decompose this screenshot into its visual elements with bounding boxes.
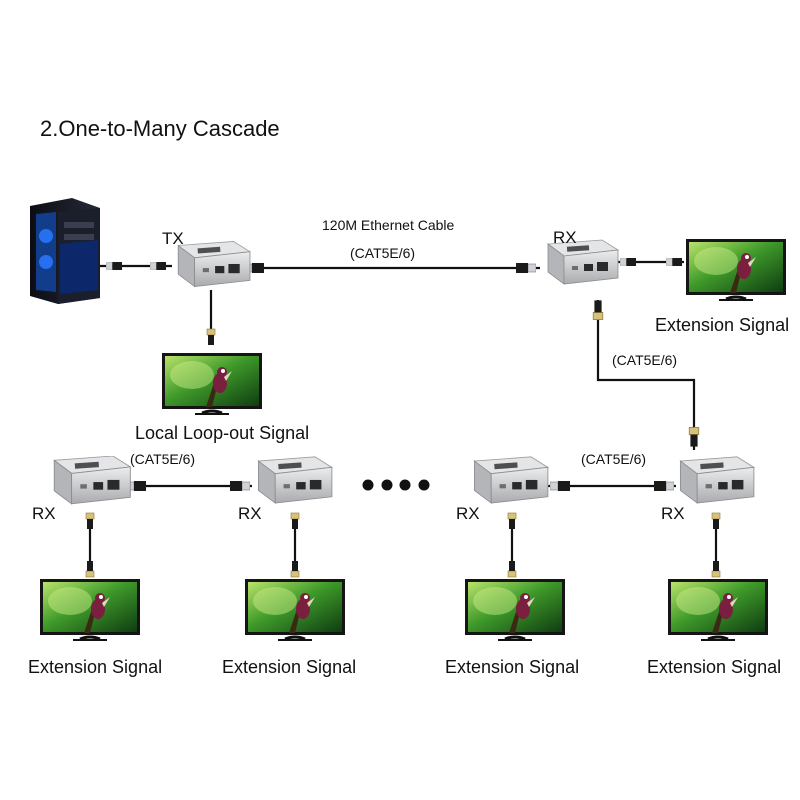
tx-label: TX — [162, 229, 184, 248]
tx-extender-icon — [177, 240, 251, 288]
rx-2-label: RX — [238, 504, 262, 523]
pc-tower-icon — [30, 198, 100, 304]
monitor-1-icon — [40, 578, 140, 643]
local-loop-out-label: Local Loop-out Signal — [135, 423, 310, 443]
connectors — [85, 257, 721, 578]
rx-4-label: RX — [661, 504, 685, 523]
extension-signal-4-label: Extension Signal — [647, 657, 782, 677]
rx-1-label: RX — [32, 504, 56, 523]
right-cable-label: (CAT5E/6) — [581, 451, 647, 467]
monitor-2-icon — [245, 578, 345, 643]
monitor-3-icon — [465, 578, 565, 643]
extension-signal-3-label: Extension Signal — [445, 657, 580, 677]
extension-signal-1-label: Extension Signal — [28, 657, 163, 677]
main-cable-type-label: (CAT5E/6) — [350, 245, 416, 261]
monitor-4-icon — [668, 578, 768, 643]
rx4-extender-icon — [679, 456, 755, 504]
left-cable-label: (CAT5E/6) — [130, 451, 196, 467]
rx1-extender-icon — [53, 456, 131, 505]
main-cable-label: 120M Ethernet Cable — [322, 217, 455, 233]
rx-3-label: RX — [456, 504, 480, 523]
monitor-local-loop-icon — [162, 352, 262, 417]
rx-top-label: RX — [553, 228, 577, 247]
ellipsis-dots — [362, 479, 430, 491]
rx3-extender-icon — [473, 456, 549, 504]
diagram-title: 2.One-to-Many Cascade — [40, 116, 280, 141]
vertical-cable-label: (CAT5E/6) — [612, 352, 678, 368]
extension-signal-2-label: Extension Signal — [222, 657, 357, 677]
extension-signal-top-label: Extension Signal — [655, 315, 790, 335]
monitor-top-right-icon — [686, 238, 786, 303]
vertical-cascade-cable — [596, 300, 696, 450]
rx2-extender-icon — [257, 456, 333, 504]
cables — [88, 260, 718, 575]
